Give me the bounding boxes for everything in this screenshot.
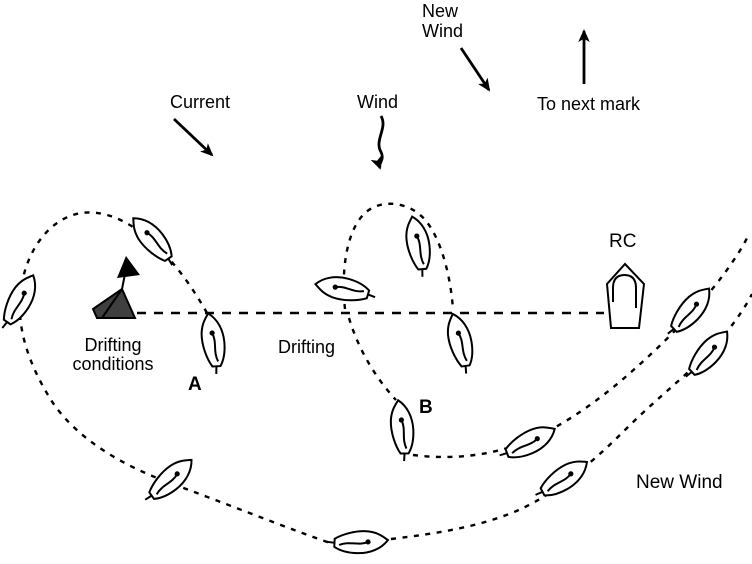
sailboat-drifting-left-icon [312,272,379,307]
path-b-loop-top [342,202,455,311]
sailboat-bottom-left-icon [138,451,201,511]
new-wind-top-label-line1: New [422,1,459,21]
to-next-mark-label: To next mark [537,94,641,114]
new-wind-top-label-line2: Wind [422,21,463,41]
current-arrow [173,117,214,157]
sailboat-bottom-center-icon [325,528,390,557]
sailboat-exit-lower-icon [494,418,561,469]
sailboat-outer-lower-icon [529,452,595,508]
new-wind-arrow [459,47,491,92]
sailboat-position-b-icon [386,397,419,464]
boats-layer [0,209,737,557]
rc-boat-icon [605,262,646,329]
sailboat-outer-upper-icon [678,323,737,387]
wind-arrow [370,115,385,170]
sailboat-left-edge-icon [0,269,44,336]
sailboat-loop-top-icon [400,213,437,280]
position-b-label: B [419,397,433,418]
mark-edge [101,288,123,319]
sailboat-exit-upper-icon [660,280,719,344]
start-mark [91,256,140,319]
drifting-label: Drifting [278,337,335,357]
flag-icon [117,256,140,278]
drifting-conditions-label-line2: conditions [72,354,153,374]
path-left-loop [18,211,334,546]
mark-buoy-icon [91,287,137,319]
path-b-drift-down [347,317,397,401]
rc-label: RC [609,231,636,252]
position-a-label: A [188,374,202,395]
path-outer-right [390,293,752,541]
drifting-conditions-label-line1: Drifting [84,335,141,355]
new-wind-bottom-label: New Wind [636,472,723,493]
sailboat-left-arc-top-icon [124,209,184,272]
path-b-exit-right [412,237,749,459]
sailboat-loop-right-icon [441,310,481,377]
sailboat-position-a-icon [196,310,231,377]
current-label: Current [170,92,230,112]
wind-label: Wind [357,92,398,112]
